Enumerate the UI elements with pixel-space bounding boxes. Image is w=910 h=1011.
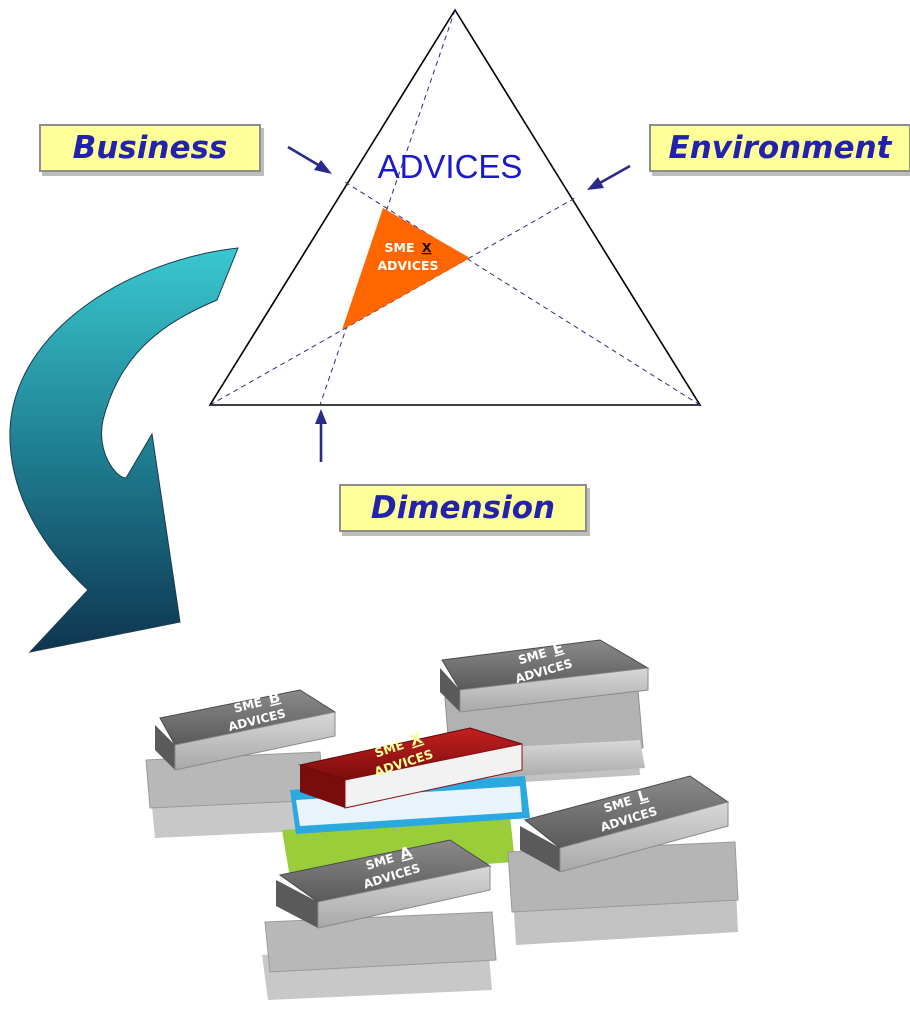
triangle-title: ADVICES	[378, 148, 523, 185]
business-label: Business	[39, 124, 261, 172]
sme-x-inner-triangle	[342, 208, 470, 330]
advices-triangle	[208, 8, 702, 406]
curved-arrow-icon	[9, 247, 239, 653]
environment-label: Environment	[649, 124, 910, 172]
book-stack-a	[262, 839, 497, 1000]
book-stack-l	[507, 775, 739, 945]
pointer-arrows	[287, 145, 631, 462]
inner-triangle-line2: ADVICES	[377, 258, 438, 273]
inner-triangle-line1: SME X	[385, 240, 432, 255]
book-stack-b	[145, 689, 337, 838]
dimension-label: Dimension	[339, 484, 587, 532]
svg-text:SME B: SME B	[232, 688, 282, 717]
